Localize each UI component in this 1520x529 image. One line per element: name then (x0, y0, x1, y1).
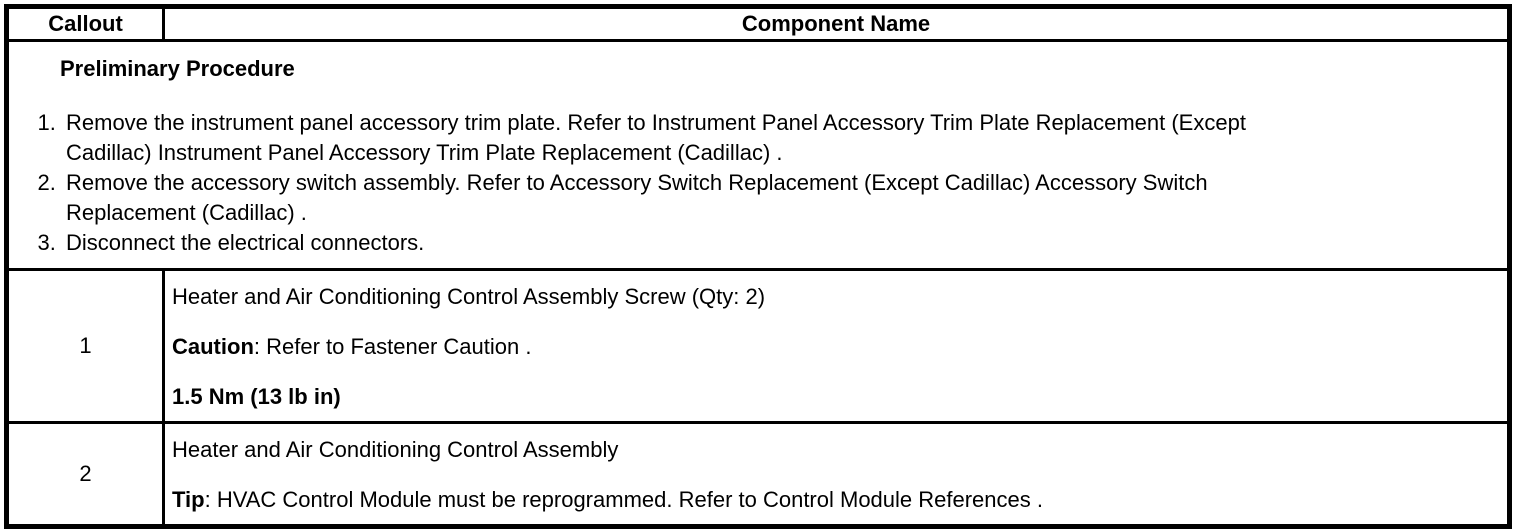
caution-text: : Refer to Fastener Caution . (253, 334, 532, 359)
component-cell-2: Heater and Air Conditioning Control Asse… (162, 421, 1511, 528)
component-cell-1: Heater and Air Conditioning Control Asse… (162, 268, 1511, 424)
torque-spec: 1.5 Nm (13 lb in) (172, 384, 341, 409)
callout-component-table: Callout Component Name Preliminary Proce… (4, 4, 1512, 529)
caution-note: Caution: Refer to Fastener Caution . (172, 332, 1497, 362)
preliminary-step-1: Remove the instrument panel accessory tr… (62, 108, 1495, 168)
preliminary-procedure-cell: Preliminary Procedure Remove the instrum… (5, 39, 1511, 271)
callout-number-1: 1 (5, 268, 165, 424)
preliminary-steps-list: Remove the instrument panel accessory tr… (13, 108, 1495, 258)
preliminary-step-2: Remove the accessory switch assembly. Re… (62, 168, 1495, 228)
preliminary-step-3: Disconnect the electrical connectors. (62, 228, 1495, 258)
component-name-column-header: Component Name (162, 5, 1511, 42)
table-row-callout-2: 2 Heater and Air Conditioning Control As… (5, 421, 1511, 528)
callout-number-2: 2 (5, 421, 165, 528)
tip-text: : HVAC Control Module must be reprogramm… (204, 487, 1043, 512)
preliminary-procedure-title: Preliminary Procedure (60, 56, 295, 81)
caution-label: Caution (172, 334, 254, 359)
callout-column-header: Callout (5, 5, 165, 42)
component-name-text: Heater and Air Conditioning Control Asse… (172, 437, 619, 462)
tip-label: Tip (172, 487, 205, 512)
header-row: Callout Component Name (5, 5, 1511, 42)
tip-note: Tip: HVAC Control Module must be reprogr… (172, 485, 1497, 515)
table-row-callout-1: 1 Heater and Air Conditioning Control As… (5, 268, 1511, 424)
component-name-text: Heater and Air Conditioning Control Asse… (172, 284, 766, 309)
preliminary-procedure-row: Preliminary Procedure Remove the instrum… (5, 39, 1511, 271)
